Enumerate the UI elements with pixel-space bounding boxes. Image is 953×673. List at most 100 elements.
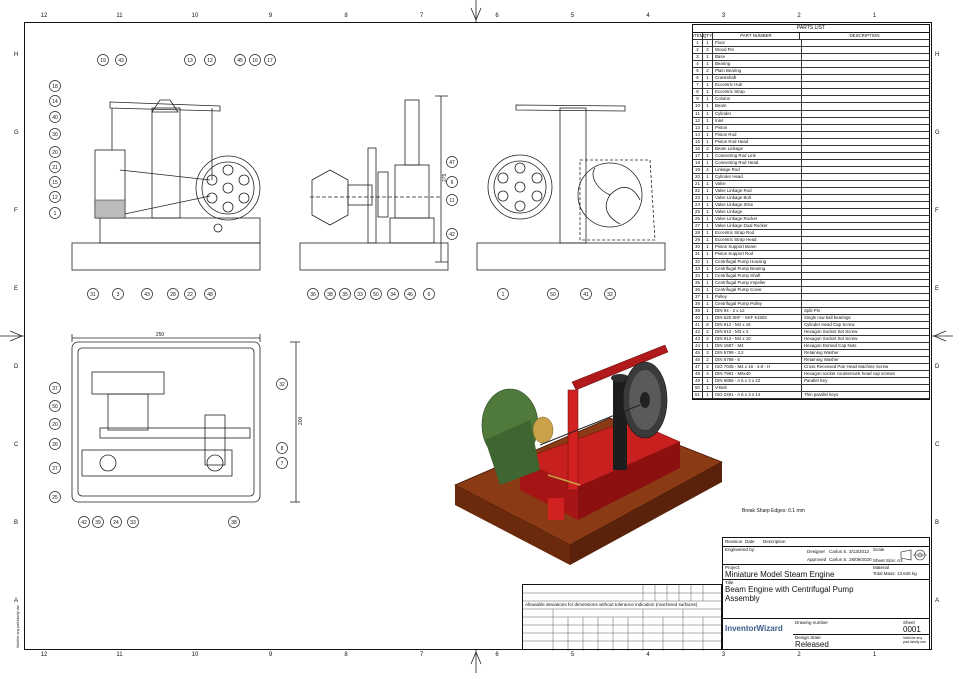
cell-item: 48 <box>693 371 703 378</box>
cell-part-number: Piston <box>713 124 802 131</box>
balloon-label: 26 <box>52 442 58 448</box>
cell-qty: 1 <box>703 244 713 251</box>
balloon-label: 43 <box>118 58 124 64</box>
zone-marker-F: F <box>935 208 939 214</box>
cell-description <box>802 96 929 102</box>
cell-description <box>802 301 929 307</box>
balloon-label: 38 <box>231 520 237 526</box>
cell-part-number: Centrifugal Pump Impeller <box>713 279 802 286</box>
cell-description <box>802 160 929 166</box>
balloon-label: 50 <box>373 292 379 298</box>
front-view <box>71 99 261 271</box>
zone-marker-3: 3 <box>721 13 726 19</box>
balloon-label: 24 <box>113 520 119 526</box>
cell-item: 4 <box>693 61 703 68</box>
balloon-label: 36 <box>310 292 316 298</box>
cell-part-number: ISO 2491 - A 5 x 3 x 14 <box>713 392 802 399</box>
centering-arrow-bottom <box>470 650 482 665</box>
balloon-circle <box>110 516 122 528</box>
zone-marker-C: C <box>935 442 940 448</box>
break-edges-note: Break Sharp Edges: 0.1 mm <box>742 508 805 514</box>
cell-description <box>802 167 929 173</box>
cell-item: 13 <box>693 124 703 131</box>
balloon-label: 6 <box>428 292 431 298</box>
cell-part-number: Cylinder Head <box>713 173 802 180</box>
cell-item: 28 <box>693 230 703 237</box>
balloon-label: 27 <box>52 466 58 472</box>
cell-description: Retaining Washer <box>804 350 839 356</box>
balloon-circle <box>276 457 288 469</box>
cell-description: Thin parallel keys <box>804 392 839 398</box>
cell-item: 17 <box>693 152 703 159</box>
cell-description <box>802 202 929 208</box>
cell-item: 31 <box>693 251 703 258</box>
balloon-label: 15 <box>52 180 58 186</box>
cell-qty: 1 <box>703 159 713 166</box>
cell-qty: 1 <box>703 180 713 188</box>
cell-qty: 1 <box>703 223 713 230</box>
cell-item: 16 <box>693 145 703 152</box>
tb-license: Valid for any part-family use <box>903 636 926 644</box>
cell-description <box>802 111 929 117</box>
tb-scale-label: Scale <box>873 547 885 552</box>
isometric-render <box>454 344 723 565</box>
cell-qty: 4 <box>703 371 713 378</box>
cell-part-number: Centrifugal Pump Cover <box>713 286 802 293</box>
cell-part-number: DIN 913 - M4 x 10 <box>713 336 802 343</box>
zone-marker-9: 9 <box>268 652 273 658</box>
zone-marker-1: 1 <box>872 13 877 19</box>
balloon-circle <box>49 207 61 219</box>
cell-item: 20 <box>693 173 703 180</box>
balloon-label: 19 <box>100 58 106 64</box>
zone-marker-11: 11 <box>116 13 123 19</box>
centering-arrow-top <box>470 7 482 22</box>
balloon-label: 42 <box>81 520 87 526</box>
projection-symbol-icon <box>900 549 928 561</box>
balloon-label: 37 <box>52 386 58 392</box>
cell-qty: 1 <box>703 286 713 293</box>
balloon-label: 40 <box>52 115 58 121</box>
cell-qty: 1 <box>703 216 713 223</box>
balloon-circle <box>404 288 416 300</box>
cell-item: 26 <box>693 216 703 223</box>
balloon-circle <box>276 442 288 454</box>
cell-description <box>802 209 929 215</box>
tb-approved-label: Approved <box>807 557 827 562</box>
zone-marker-4: 4 <box>646 13 650 19</box>
cell-description: Retaining Washer <box>804 357 839 363</box>
balloon-circle <box>49 418 61 430</box>
header-item: ITEM <box>693 33 704 40</box>
cell-part-number: Valve Linkage Dual Rocker <box>713 223 802 230</box>
cell-item: 39 <box>693 307 703 314</box>
cell-part-number: Centrifugal Pump Pulley <box>713 300 802 307</box>
balloon-label: 12 <box>52 195 58 201</box>
cell-qty: 1 <box>703 54 713 61</box>
cell-qty: 3 <box>703 350 713 357</box>
balloon-label: 38 <box>327 292 333 298</box>
balloon-circle <box>49 400 61 412</box>
cell-description <box>802 132 929 138</box>
centering-arrow-right <box>932 330 947 342</box>
cell-item: 24 <box>693 202 703 209</box>
balloon-label: 42 <box>449 232 455 238</box>
cell-part-number: Piston Support Rod <box>713 251 802 258</box>
balloon-circle <box>547 288 559 300</box>
cell-item: 38 <box>693 300 703 307</box>
tb-logo: InventorWizard <box>725 624 783 633</box>
